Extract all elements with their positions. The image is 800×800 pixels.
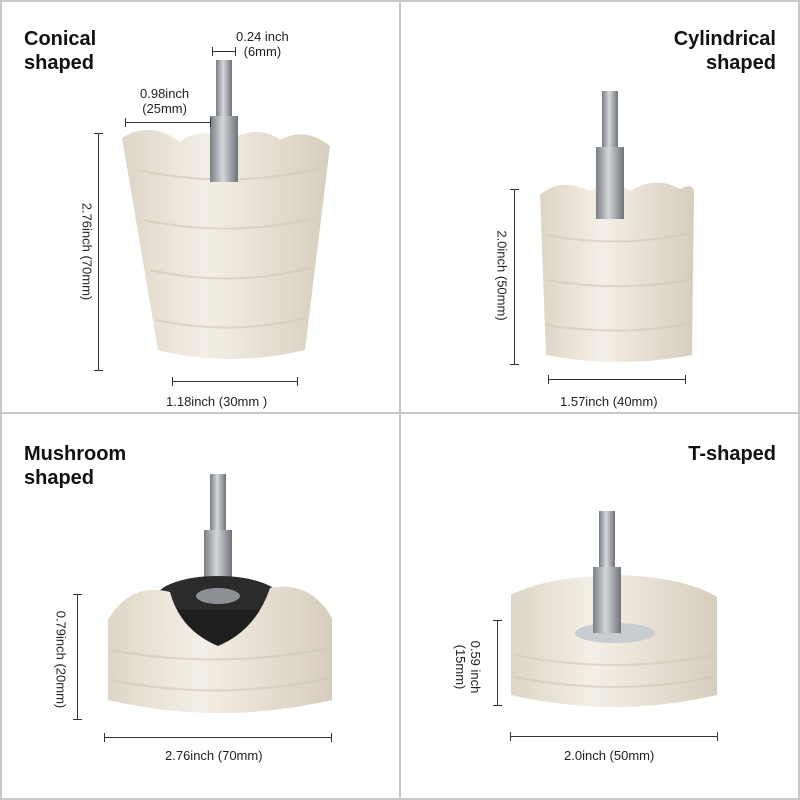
t-shaped-buffing-wheel-icon [511,511,717,707]
title-line: shaped [705,52,776,74]
mushroom-buffing-wheel-icon [108,474,332,713]
hex-dimension-line [125,118,211,127]
width-dimension-label: 2.76inch (70mm) [165,748,263,763]
height-dimension-label: 2.76inch (70mm) [79,202,95,301]
dim-line: 0.98inch [140,86,190,101]
shank-dimension-label: 0.24 inch (6mm) [236,29,289,59]
title-line: Mushroom [24,443,127,465]
title-line: shaped [24,52,95,74]
width-dimension-line [104,733,332,742]
title-conical: Conical shaped [24,27,96,75]
height-dimension-line [73,594,82,720]
height-dimension-line [94,133,103,371]
title-mushroom: Mushroom shaped [24,442,126,490]
cylindrical-buffing-wheel-icon [540,91,695,362]
dim-line: (6mm) [243,44,282,59]
title-line: T-shaped [688,443,776,465]
width-dimension-label: 2.0inch (50mm) [564,748,655,763]
height-dimension-label: 2.0inch (50mm) [494,230,510,321]
title-line: Cylindrical [673,28,776,50]
height-dimension-label: 0.59 inch (15mm) [453,617,483,717]
dim-line: 0.24 inch [236,29,289,44]
title-t-shaped: T-shaped [688,442,776,466]
dim-line: (15mm) [453,644,468,690]
dim-line: 0.59 inch [468,640,483,694]
width-dimension-label: 1.57inch (40mm) [560,394,658,409]
height-dimension-line [510,189,519,365]
title-cylindrical: Cylindrical shaped [674,27,776,75]
hex-dimension-label: 0.98inch (25mm) [140,86,189,116]
title-line: Conical [24,28,97,50]
title-line: shaped [24,467,95,489]
width-dimension-label: 1.18inch (30mm ) [166,394,268,409]
width-dimension-line [548,375,686,384]
shank-dimension-line [212,47,236,56]
width-dimension-line [172,377,298,386]
conical-buffing-wheel-icon [122,60,330,359]
width-dimension-line [510,732,718,741]
dim-line: (25mm) [142,101,187,116]
height-dimension-line [493,620,502,706]
height-dimension-label: 0.79inch (20mm) [53,610,69,709]
